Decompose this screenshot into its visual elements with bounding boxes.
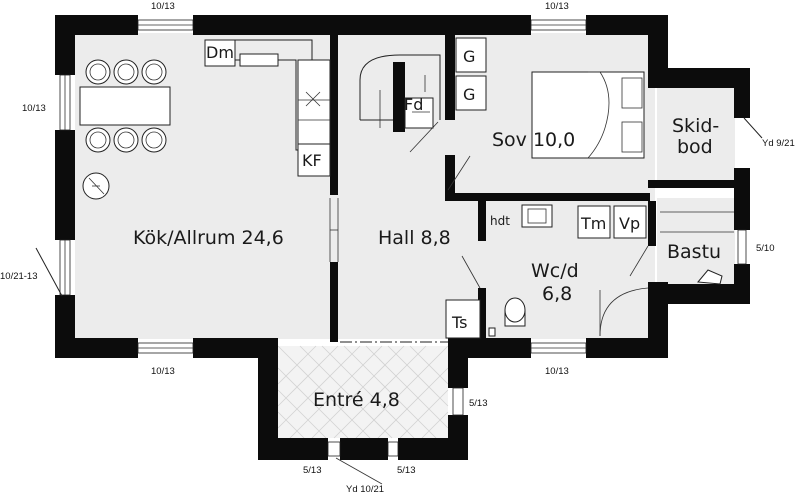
hall-label: Hall 8,8 [378, 227, 451, 249]
dim-top-right: 10/13 [545, 1, 569, 12]
dim-right-door: Yd 9/21 [762, 138, 795, 149]
dim-left-lower: 10/21-13 [0, 271, 38, 282]
hdt-label: hdt [490, 214, 510, 228]
dim-entrance-side: 5/13 [469, 398, 488, 409]
storage-label-line2: bod [677, 136, 713, 158]
fireplace-area [359, 54, 441, 129]
heater-label: Vp [619, 214, 640, 233]
bedroom-furniture [455, 37, 645, 159]
entrance-floor [278, 346, 448, 438]
exterior-walls [55, 15, 750, 460]
wc-label: Wc/d [531, 260, 579, 282]
dim-front-door: Yd 10/21 [346, 484, 384, 494]
fridge-freezer-label: KF [302, 151, 322, 170]
dim-left-upper: 10/13 [22, 103, 46, 114]
dim-bottom-right: 10/13 [545, 366, 569, 377]
storage-floor [657, 88, 735, 180]
wc-area-label: 6,8 [542, 283, 572, 305]
dim-entrance-bottom-left: 5/13 [303, 465, 322, 476]
storage-label-line1: Skid- [672, 115, 719, 137]
bathroom-fixtures [488, 204, 647, 337]
dim-bottom-left: 10/13 [151, 366, 175, 377]
ts-label: Ts [451, 313, 467, 332]
interior-walls [330, 35, 738, 342]
dimension-ticks [35, 117, 763, 297]
dim-sauna-window: 5/10 [756, 243, 775, 254]
kitchen-label: Kök/Allrum 24,6 [133, 227, 284, 249]
wardrobe-2-label: G [463, 85, 475, 104]
entrance-elements [335, 299, 481, 485]
fireplace-label: Fd [404, 95, 423, 114]
sauna-bench [660, 211, 734, 285]
sauna-label: Bastu [667, 241, 721, 263]
windows [59, 19, 747, 457]
entrance-label: Entré 4,8 [313, 389, 400, 411]
dim-entrance-bottom-right: 5/13 [397, 465, 416, 476]
entrance-tile-pattern [277, 345, 449, 439]
kitchen-furniture [79, 39, 339, 262]
bedroom-label: Sov 10,0 [492, 129, 575, 151]
dim-top-left: 10/13 [151, 1, 175, 12]
wardrobe-1-label: G [463, 47, 475, 66]
dryer-label: Tm [580, 214, 606, 233]
dishwasher-label: Dm [206, 43, 234, 62]
